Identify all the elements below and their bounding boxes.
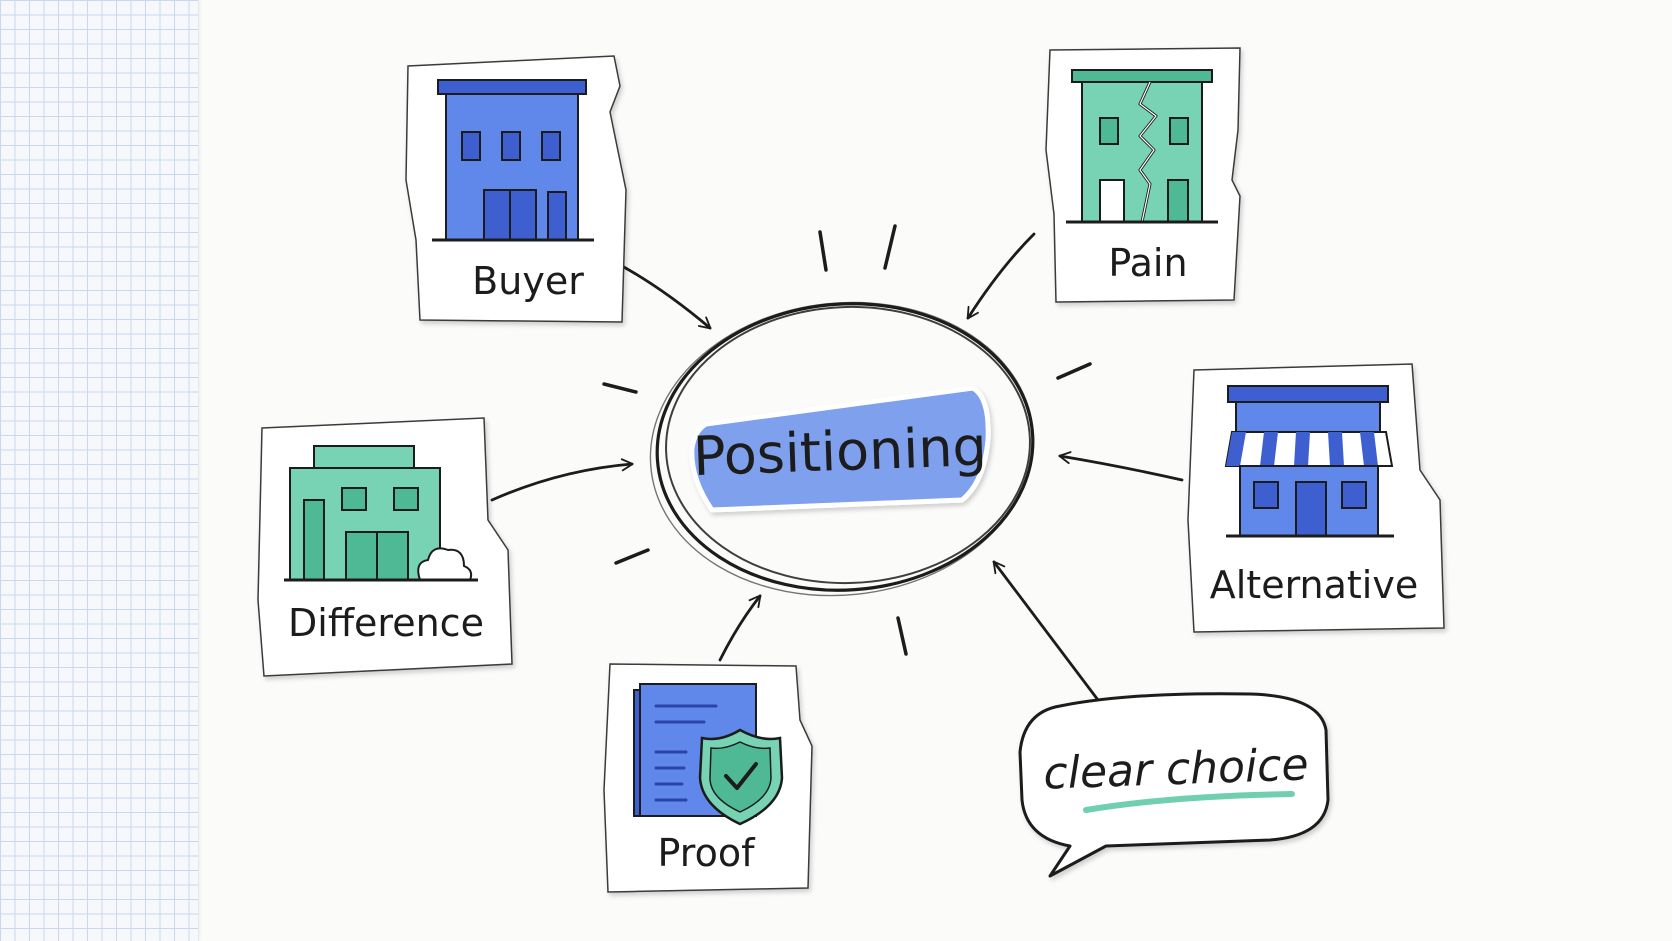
building-with-bush-icon — [284, 445, 478, 582]
node-difference: Difference — [257, 417, 513, 677]
arrow-buyer-to-center — [620, 264, 712, 330]
arrow-callout-to-center — [992, 560, 1100, 702]
document-shield-icon — [633, 683, 784, 826]
callout-text: clear choice — [1043, 739, 1310, 799]
node-buyer-label: Buyer — [472, 259, 584, 303]
arrow-proof-to-center — [718, 594, 762, 662]
positioning-highlight — [689, 385, 991, 513]
arrow-alternative-to-center — [1058, 451, 1184, 482]
node-proof-label: Proof — [658, 831, 757, 875]
node-pain: Pain — [1045, 47, 1241, 303]
callout-underline — [1083, 791, 1295, 813]
clear-choice-callout: clear choice — [1018, 692, 1330, 878]
node-buyer: Buyer — [405, 55, 627, 323]
storefront-icon — [1224, 385, 1394, 538]
connector-arrows — [490, 232, 1184, 702]
node-alternative: Alternative — [1187, 363, 1445, 633]
node-alternative-label: Alternative — [1210, 563, 1418, 607]
arrow-difference-to-center — [490, 458, 634, 502]
graph-paper-margin — [0, 0, 199, 941]
center-circle — [649, 301, 1035, 597]
emphasis-ticks — [602, 224, 1092, 656]
arrow-pain-to-center — [966, 232, 1036, 320]
node-pain-label: Pain — [1108, 241, 1187, 285]
center-label: Positioning — [692, 415, 988, 488]
node-difference-label: Difference — [288, 601, 484, 645]
cracked-building-icon — [1066, 69, 1218, 224]
office-building-icon — [432, 79, 594, 242]
node-proof: Proof — [603, 663, 813, 893]
